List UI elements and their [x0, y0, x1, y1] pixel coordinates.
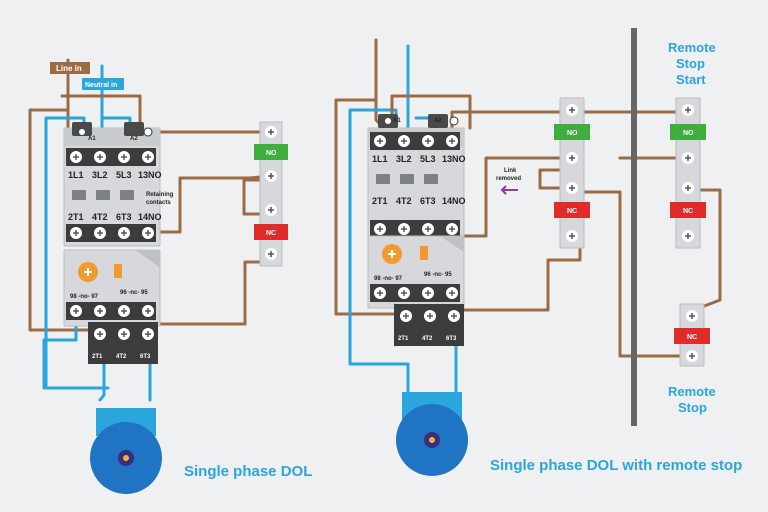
right-nc-button-label: NC [567, 208, 577, 215]
left-overload: 98 -no- 97 96 -nc- 95 2T1 4T2 6T3 [63, 249, 161, 364]
left-aux-a2: A2 [130, 136, 138, 142]
right-no-button-label: NO [567, 130, 578, 137]
left-tags: Line in Neutral in [50, 62, 124, 90]
left-term-bot-4: 14NO [138, 212, 162, 222]
right-top-screws [370, 132, 460, 150]
right-term-top-2: 3L2 [396, 154, 412, 164]
left-term-bot-3: 6T3 [116, 212, 132, 222]
left-term-bot-1: 2T1 [68, 212, 84, 222]
left-title: Single phase DOL [184, 463, 312, 480]
remote-stop-nc-button-label: NC [687, 334, 697, 341]
right-term-top-1: 1L1 [372, 154, 388, 164]
left-diagram: A1 A2 1L1 3L2 5L3 13NO Retaining contact… [28, 58, 312, 494]
remote-stop-label-1: Remote [668, 384, 716, 399]
left-retaining-2: contacts [146, 200, 171, 206]
left-ol-bot-1: 2T1 [92, 354, 103, 360]
right-term-bot-3: 6T3 [420, 196, 436, 206]
left-aux-a1: A1 [88, 136, 96, 142]
left-contactor: A1 A2 1L1 3L2 5L3 13NO Retaining contact… [63, 122, 174, 247]
right-push-buttons: NO NC [554, 97, 590, 249]
line-in-tag-label: Line in [56, 64, 82, 73]
right-motor [396, 392, 468, 476]
link-removed-line-2: removed [496, 176, 521, 182]
left-top-screws [66, 148, 156, 166]
remote-start-label-2: Stop [676, 56, 705, 71]
right-contactor: A1 A2 1L1 3L2 5L3 13NO 2T1 4T2 6T3 14NO [367, 114, 466, 247]
left-term-top-2: 3L2 [92, 170, 108, 180]
right-no-button[interactable] [554, 124, 590, 140]
remote-stop-nc-button[interactable] [674, 328, 710, 344]
right-aux-a1: A1 [393, 118, 401, 124]
left-bottom-screws [66, 224, 156, 242]
link-removed-arrow-icon [500, 185, 518, 195]
link-removed-note: Link removed [496, 168, 521, 195]
left-nc-button-label: NC [266, 230, 276, 237]
remote-start-label-1: Remote [668, 40, 716, 55]
right-aux-a2: A2 [434, 118, 442, 124]
right-ol-bot-2: 4T2 [422, 336, 433, 342]
link-removed-line-1: Link [504, 168, 517, 174]
left-motor [90, 408, 162, 494]
neutral-in-tag-label: Neutral in [85, 82, 117, 89]
right-overload: 98 -no- 97 96 -nc- 95 2T1 4T2 6T3 [367, 235, 465, 346]
left-nc-button[interactable] [254, 224, 288, 240]
left-overload-label-2: 96 -nc- 95 [120, 290, 148, 296]
right-nc-button[interactable] [554, 202, 590, 218]
right-overload-label-2: 96 -nc- 95 [424, 272, 452, 278]
right-term-top-4: 13NO [442, 154, 466, 164]
remote-nc-button[interactable] [670, 202, 706, 218]
left-term-top-3: 5L3 [116, 170, 132, 180]
left-push-buttons: NO NC [254, 121, 288, 267]
right-diagram: A1 A2 1L1 3L2 5L3 13NO 2T1 4T2 6T3 14NO [334, 28, 742, 476]
left-ol-bot-3: 6T3 [140, 354, 151, 360]
remote-no-button-label: NO [683, 130, 694, 137]
left-overload-label-1: 98 -no- 97 [70, 294, 99, 300]
remote-nc-button-label: NC [683, 208, 693, 215]
neutral-in-tag [82, 78, 124, 90]
right-term-bot-4: 14NO [442, 196, 466, 206]
left-ol-bot-2: 4T2 [116, 354, 127, 360]
right-ol-bot-3: 6T3 [446, 336, 457, 342]
panel-divider [631, 28, 637, 426]
right-wires [334, 38, 722, 394]
right-title: Single phase DOL with remote stop [490, 457, 742, 474]
left-no-button-label: NO [266, 150, 277, 157]
right-overload-label-1: 98 -no- 97 [374, 276, 403, 282]
remote-stop-label-2: Stop [678, 400, 707, 415]
left-term-bot-2: 4T2 [92, 212, 108, 222]
right-term-bot-1: 2T1 [372, 196, 388, 206]
right-term-bot-2: 4T2 [396, 196, 412, 206]
left-no-button[interactable] [254, 144, 288, 160]
line-in-tag [50, 62, 90, 74]
right-term-top-3: 5L3 [420, 154, 436, 164]
left-term-top-1: 1L1 [68, 170, 84, 180]
remote-start-station: Remote Stop Start NO NC [668, 40, 716, 249]
left-retaining-1: Retaining [146, 192, 174, 198]
right-ol-bot-1: 2T1 [398, 336, 409, 342]
remote-stop-station: NC Remote Stop [668, 303, 716, 415]
left-term-top-4: 13NO [138, 170, 162, 180]
right-bottom-screws [370, 220, 460, 238]
remote-start-label-3: Start [676, 72, 706, 87]
remote-no-button[interactable] [670, 124, 706, 140]
